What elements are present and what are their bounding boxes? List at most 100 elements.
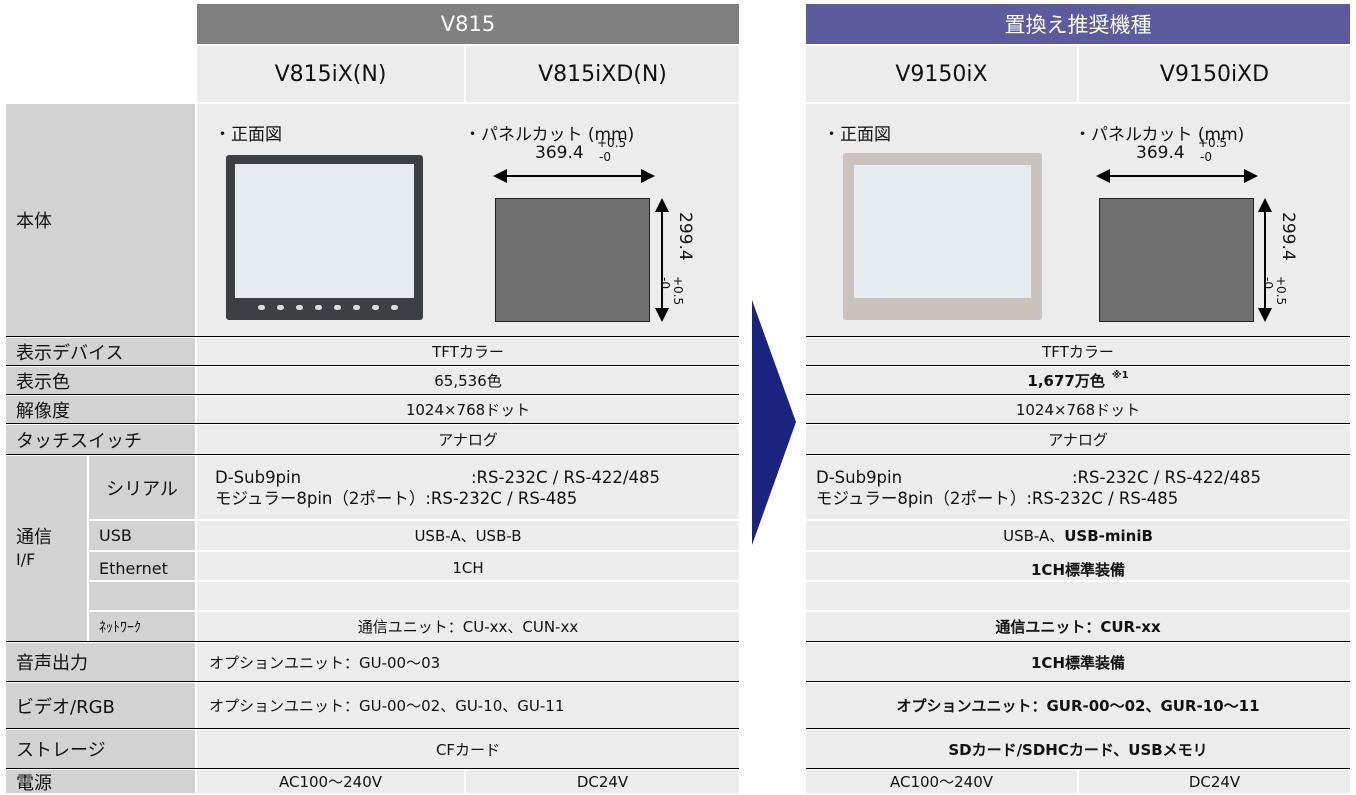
label-body: 本体: [6, 104, 195, 336]
left-tol-minus: -0: [599, 150, 611, 164]
right-model-1-label: V9150iX: [895, 61, 988, 87]
left-serial-l2-key: モジュラー8pin（2ポート）: [215, 488, 426, 508]
right-panel-cut-box: [1099, 198, 1254, 322]
right-cut-label: ・パネルカット (mm): [1074, 125, 1245, 145]
right-display-device: TFTカラー: [806, 338, 1350, 365]
left-model-1: V815iX(N): [197, 46, 464, 102]
right-ethernet-divider: [806, 580, 1350, 582]
left-ethernet-divider: [89, 580, 739, 582]
right-usb-b: USB-miniB: [1064, 526, 1153, 545]
right-front-screen: [854, 165, 1031, 298]
right-resolution: 1024×768ドット: [806, 396, 1350, 423]
left-cut-height-group: 299.4 +0.5 -0: [658, 206, 695, 326]
label-serial: シリアル: [89, 456, 195, 519]
label-touch: タッチスイッチ: [6, 425, 195, 454]
right-line-4: [806, 423, 1350, 424]
left-width-arrow: [493, 169, 655, 183]
right-cut-height-group: 299.4 +0.5 -0: [1261, 206, 1298, 326]
label-storage: ストレージ: [6, 730, 195, 768]
left-power-dc: DC24V: [466, 770, 739, 793]
right-audio: 1CH標準装備: [806, 643, 1350, 681]
right-power-dc: DC24V: [1079, 770, 1350, 793]
right-model-1: V9150iX: [806, 46, 1077, 102]
left-cut-label: ・パネルカット (mm): [464, 125, 635, 145]
left-front-buttons: [258, 305, 398, 311]
left-cut-height: 299.4: [675, 212, 695, 261]
right-serial-l1-val: :RS-232C / RS-422/485: [1072, 467, 1261, 487]
left-front-label: ・正面図: [214, 125, 282, 145]
replacement-arrow: [752, 300, 796, 545]
left-model-2-label: V815iXD(N): [538, 61, 667, 87]
label-body-text: 本体: [16, 211, 52, 232]
right-width-arrow: [1096, 169, 1258, 183]
right-storage: SDカード/SDHCカード、USBメモリ: [806, 730, 1350, 768]
right-colors-note: ※1: [1111, 370, 1129, 381]
right-tol-minus: -0: [1200, 150, 1212, 164]
right-usb-a: USB-A、: [1003, 527, 1065, 545]
left-tol-vert-minus: -0: [658, 277, 672, 289]
left-colors: 65,536色: [197, 367, 739, 394]
left-serial-l1-val: :RS-232C / RS-422/485: [471, 467, 660, 487]
right-line-6: [806, 641, 1350, 642]
right-serial-l2-val: :RS-232C / RS-485: [1026, 488, 1179, 508]
right-power-ac: AC100～240V: [806, 770, 1077, 793]
left-cut-width: 369.4: [535, 143, 584, 163]
label-comm-l1: 通信: [16, 526, 52, 548]
left-model-1-label: V815iX(N): [274, 61, 387, 87]
left-serial: D-Sub9pin:RS-232C / RS-422/485 モジュラー8pin…: [197, 456, 739, 519]
label-comm: 通信 I/F: [6, 456, 87, 641]
right-model-2-label: V9150iXD: [1159, 61, 1270, 87]
left-touch: アナログ: [197, 425, 739, 454]
right-colors: 1,677万色 ※1: [806, 367, 1350, 394]
left-line-2: [6, 365, 739, 366]
right-line-5: [806, 454, 1350, 455]
left-audio: オプションユニット：GU-00～03: [197, 643, 739, 681]
right-line-2: [806, 365, 1350, 366]
left-front-screen: [235, 164, 414, 298]
label-display-device: 表示デバイス: [6, 338, 195, 365]
left-line-8: [6, 728, 739, 729]
left-network: 通信ユニット：CU-xx、CUN-xx: [197, 612, 739, 641]
left-front-panel-image: [226, 155, 423, 320]
right-line-3: [806, 394, 1350, 395]
left-power-ac: AC100～240V: [197, 770, 464, 793]
right-colors-value: 1,677万色: [1027, 372, 1105, 390]
right-serial-l2-key: モジュラー8pin（2ポート）: [816, 488, 1027, 508]
right-line-9: [806, 768, 1350, 769]
left-line-3: [6, 394, 739, 395]
right-group-header: 置換え推奨機種: [806, 4, 1350, 44]
left-group-header: V815: [197, 4, 739, 44]
left-line-1: [6, 336, 739, 337]
label-comm-l2: I/F: [16, 549, 36, 569]
left-usb: USB-A、USB-B: [197, 521, 739, 550]
right-line-8: [806, 728, 1350, 729]
right-model-2: V9150iXD: [1079, 46, 1350, 102]
left-model-2: V815iXD(N): [466, 46, 739, 102]
right-front-label: ・正面図: [823, 125, 891, 145]
left-line-7: [6, 681, 739, 682]
left-line-4: [6, 423, 739, 424]
label-resolution: 解像度: [6, 396, 195, 423]
right-serial-l1-key: D-Sub9pin: [816, 467, 903, 487]
right-group-title: 置換え推奨機種: [1004, 13, 1152, 37]
right-line-7: [806, 681, 1350, 682]
label-network: ﾈｯﾄﾜｰｸ: [89, 612, 195, 641]
right-touch: アナログ: [806, 425, 1350, 454]
right-serial: D-Sub9pin :RS-232C / RS-422/485 モジュラー8pin…: [806, 456, 1350, 519]
right-tol-plus: +0.5: [1198, 136, 1228, 150]
left-display-device: TFTカラー: [197, 338, 739, 365]
right-cut-height: 299.4: [1278, 212, 1298, 261]
left-group-title: V815: [440, 12, 496, 36]
left-storage: CFカード: [197, 730, 739, 768]
right-tol-vert-minus: -0: [1261, 277, 1275, 289]
right-tol-vert: +0.5: [1274, 276, 1288, 306]
left-tol-vert: +0.5: [671, 276, 685, 306]
left-video: オプションユニット：GU-00～02、GU-10、GU-11: [197, 683, 739, 728]
left-line-6: [6, 641, 739, 642]
label-audio: 音声出力: [6, 643, 195, 681]
left-line-5: [6, 454, 739, 455]
right-video: オプションユニット：GUR-00～02、GUR-10～11: [806, 683, 1350, 728]
left-resolution: 1024×768ドット: [197, 396, 739, 423]
left-panel-cut-box: [495, 198, 650, 322]
left-line-9: [6, 768, 739, 769]
